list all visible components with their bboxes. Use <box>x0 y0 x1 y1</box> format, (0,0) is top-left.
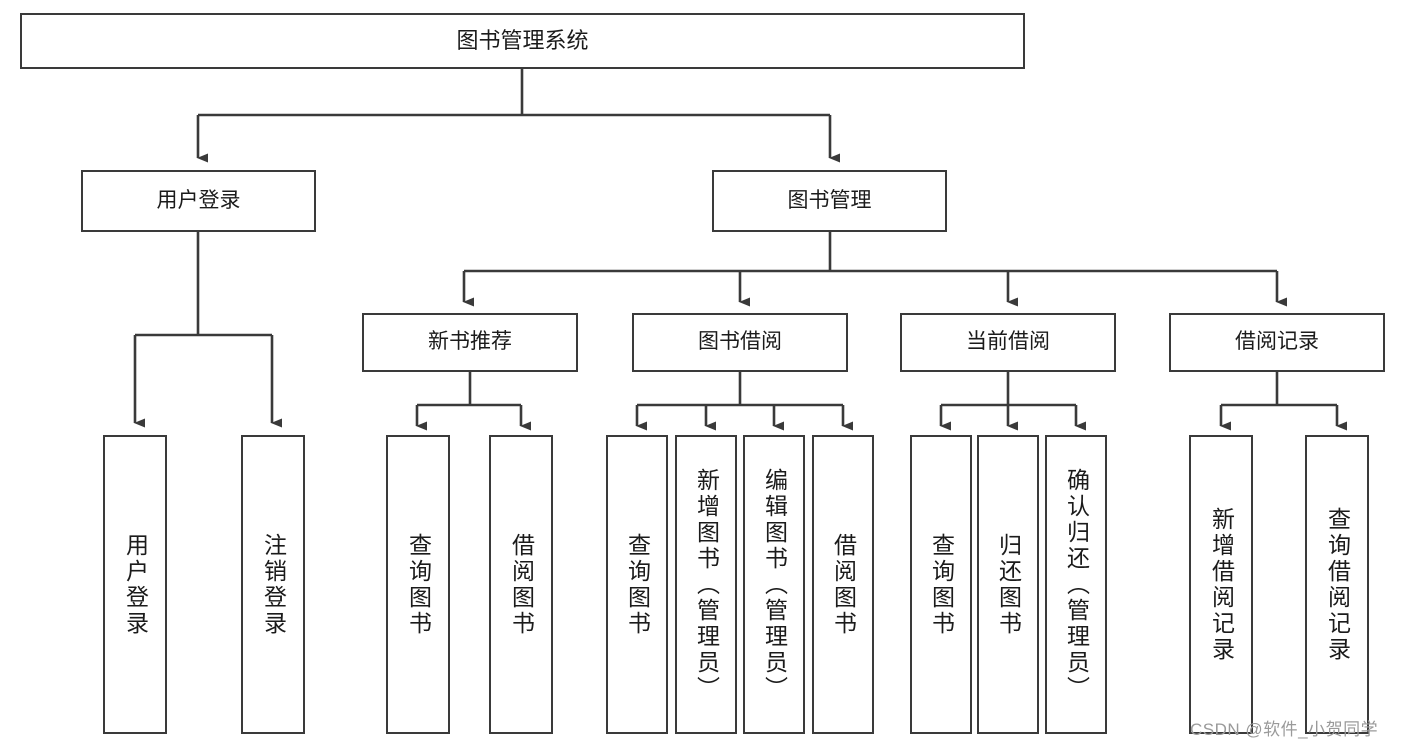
node-book-borrow[interactable]: 图书借阅 <box>632 313 848 372</box>
leaf-record-add-record[interactable]: 新增借阅记录 <box>1189 435 1253 734</box>
node-label: 新增借阅记录 <box>1208 506 1235 663</box>
node-label: 归还图书 <box>995 532 1022 637</box>
node-label: 用户登录 <box>122 532 149 637</box>
node-new-book-recommend[interactable]: 新书推荐 <box>362 313 578 372</box>
leaf-current-return-book[interactable]: 归还图书 <box>977 435 1039 734</box>
node-user-login[interactable]: 用户登录 <box>81 170 316 232</box>
node-current-borrow[interactable]: 当前借阅 <box>900 313 1116 372</box>
leaf-user-login-logout[interactable]: 注销登录 <box>241 435 305 734</box>
csdn-watermark: CSDN @软件_小贺同学 <box>1190 720 1379 739</box>
leaf-borrow-add-book-admin[interactable]: 新增图书（管理员） <box>675 435 737 734</box>
node-borrow-record[interactable]: 借阅记录 <box>1169 313 1385 372</box>
node-label: 新增图书（管理员） <box>693 467 720 702</box>
node-label: 图书借阅 <box>698 330 782 354</box>
node-book-management[interactable]: 图书管理 <box>712 170 947 232</box>
leaf-borrow-query-book[interactable]: 查询图书 <box>606 435 668 734</box>
node-label: 查询图书 <box>405 532 432 637</box>
node-label: 当前借阅 <box>966 330 1050 354</box>
node-label: 查询图书 <box>928 532 955 637</box>
leaf-current-confirm-return-admin[interactable]: 确认归还（管理员） <box>1045 435 1107 734</box>
leaf-recommend-borrow-book[interactable]: 借阅图书 <box>489 435 553 734</box>
node-root-system[interactable]: 图书管理系统 <box>20 13 1025 69</box>
node-label: 注销登录 <box>260 532 287 637</box>
node-label: 借阅记录 <box>1235 330 1319 354</box>
node-label: 借阅图书 <box>508 532 535 637</box>
leaf-recommend-query-book[interactable]: 查询图书 <box>386 435 450 734</box>
leaf-current-query-book[interactable]: 查询图书 <box>910 435 972 734</box>
node-label: 用户登录 <box>156 188 241 212</box>
leaf-borrow-borrow-book[interactable]: 借阅图书 <box>812 435 874 734</box>
leaf-user-login-login[interactable]: 用户登录 <box>103 435 167 734</box>
node-label: 编辑图书（管理员） <box>761 467 788 702</box>
node-label: 查询借阅记录 <box>1324 506 1351 663</box>
leaf-record-query-record[interactable]: 查询借阅记录 <box>1305 435 1369 734</box>
node-label: 借阅图书 <box>830 532 857 637</box>
node-label: 图书管理 <box>787 188 872 212</box>
node-label: 确认归还（管理员） <box>1063 467 1090 702</box>
node-label: 图书管理系统 <box>456 28 589 54</box>
leaf-borrow-edit-book-admin[interactable]: 编辑图书（管理员） <box>743 435 805 734</box>
node-label: 新书推荐 <box>428 330 512 354</box>
node-label: 查询图书 <box>624 532 651 637</box>
